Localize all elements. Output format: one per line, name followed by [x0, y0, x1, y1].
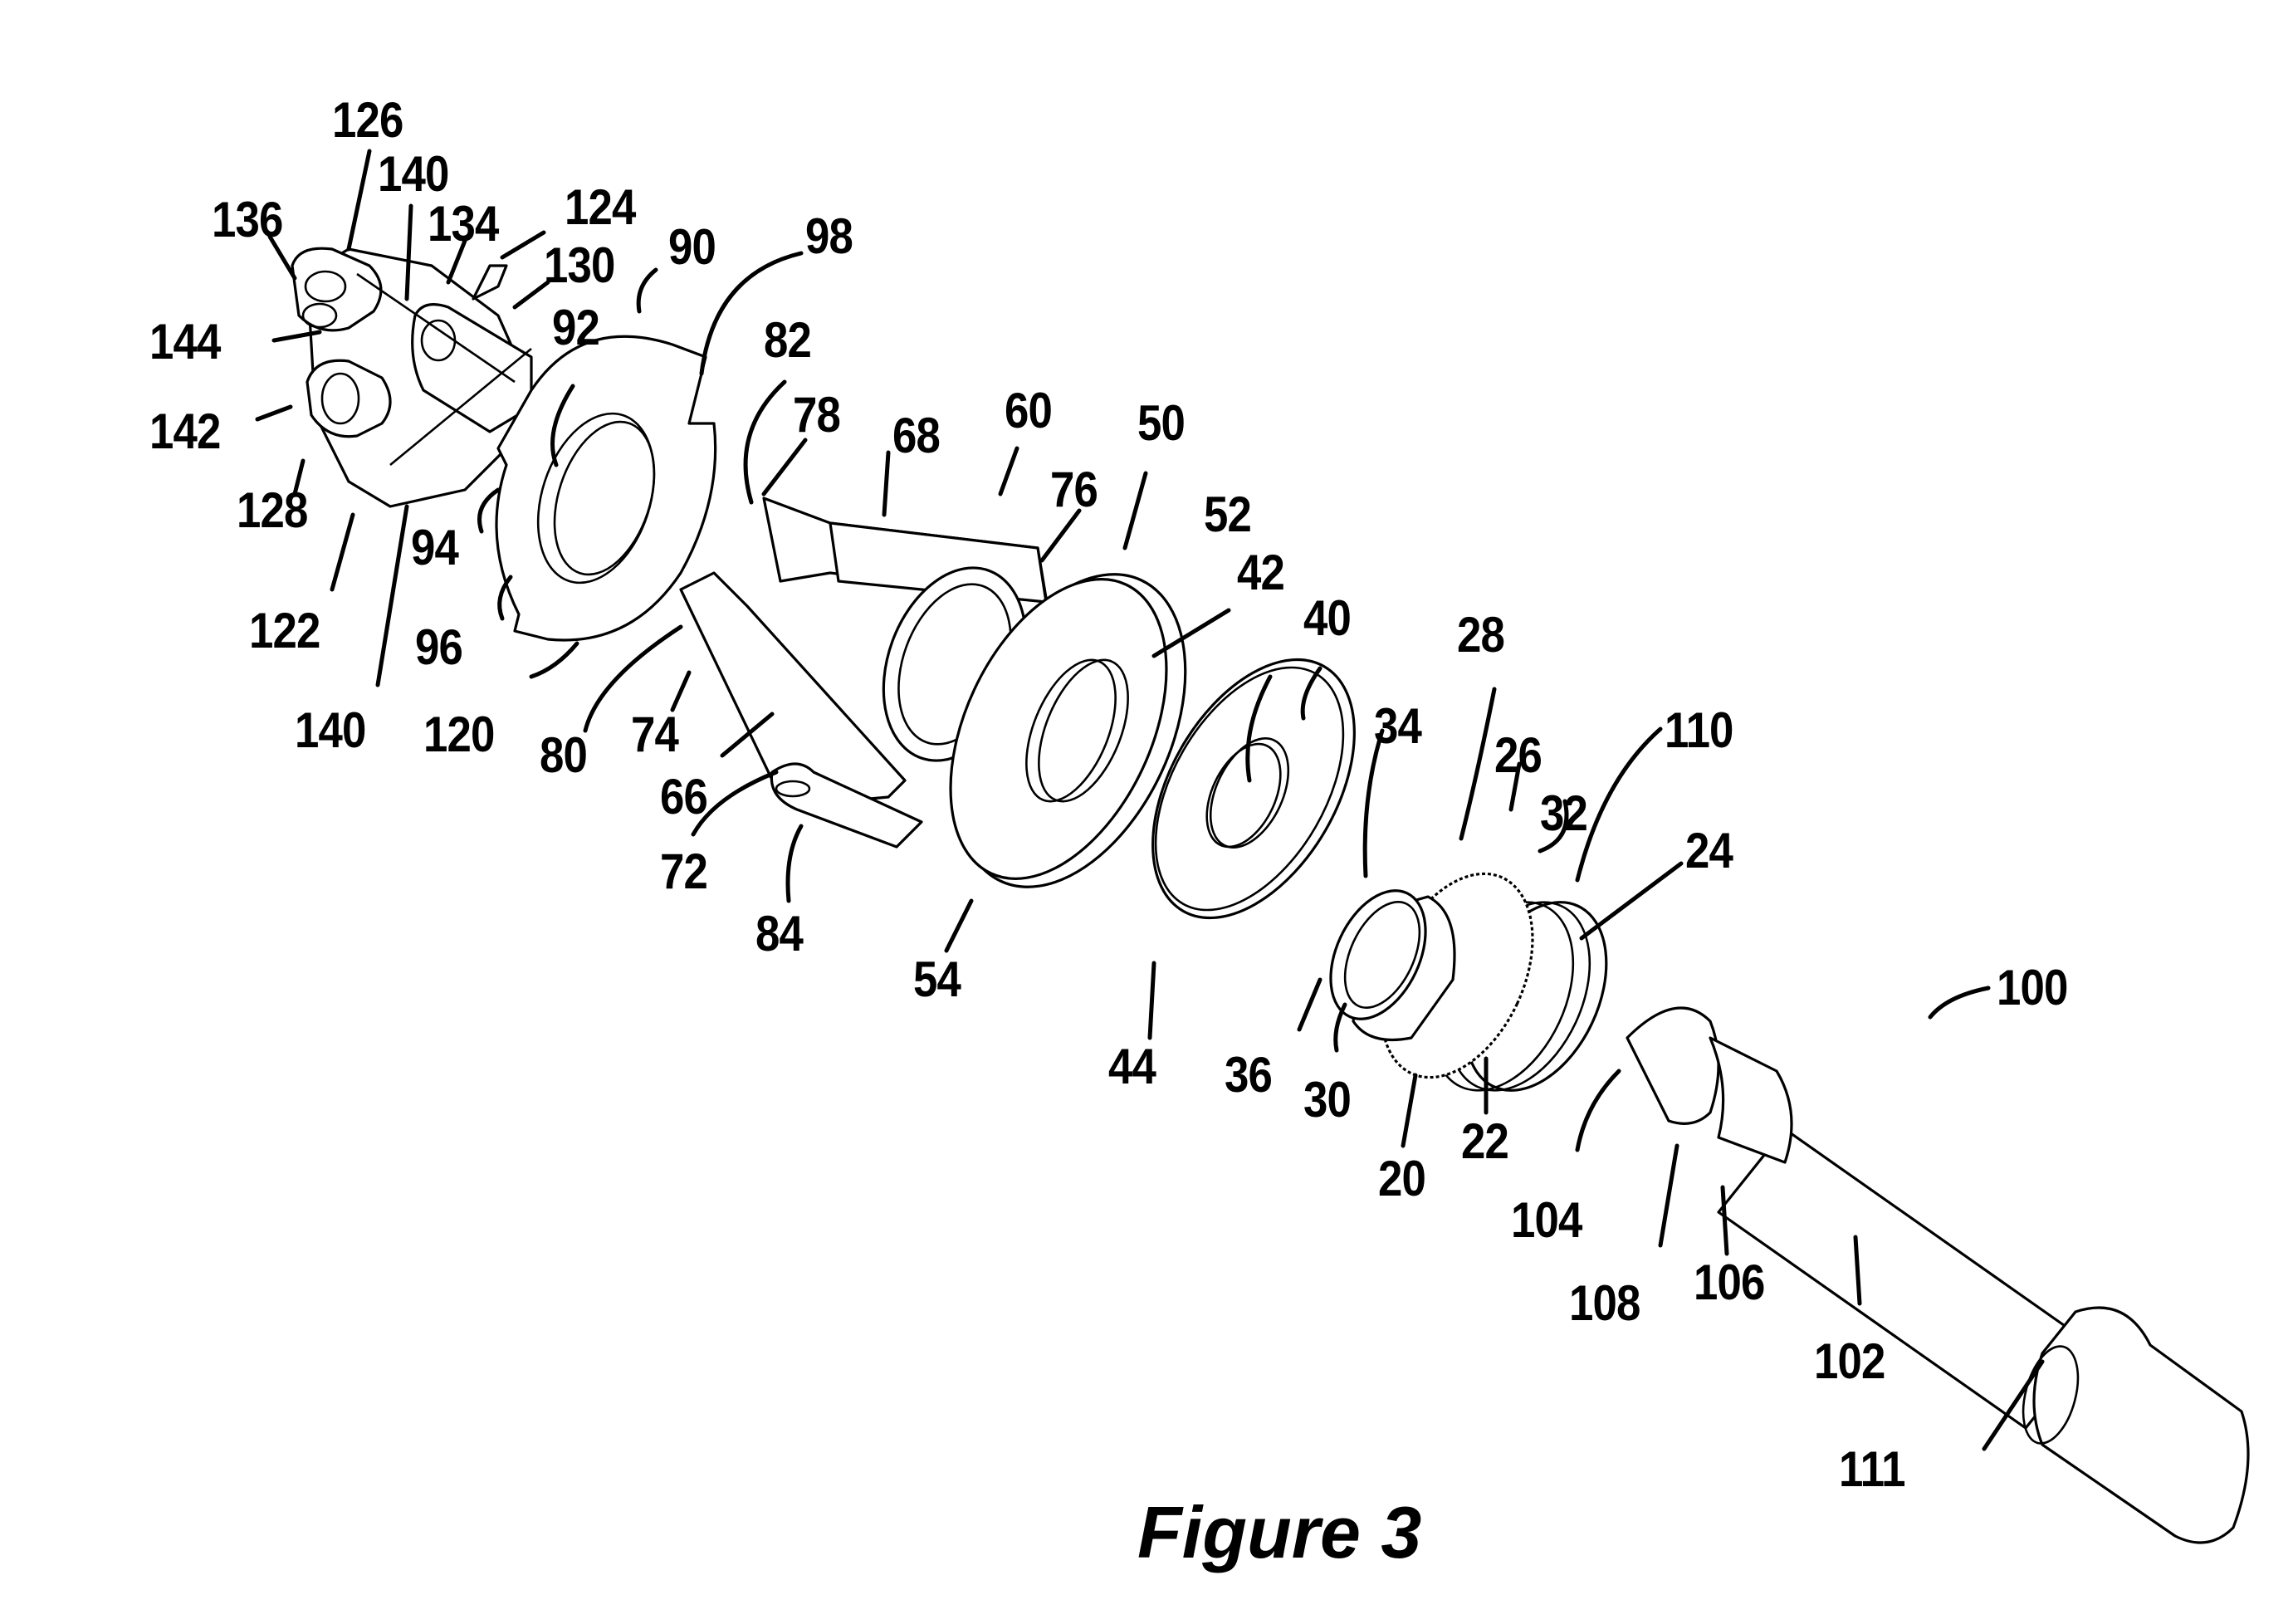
ref-140-bottom: 140	[295, 702, 366, 758]
ref-98: 98	[805, 208, 853, 264]
ref-102: 102	[1814, 1333, 1885, 1389]
ref-136: 136	[212, 192, 283, 247]
ref-76: 76	[1050, 462, 1098, 517]
ref-104: 104	[1511, 1192, 1582, 1248]
ref-124: 124	[565, 179, 636, 235]
ref-96: 96	[415, 619, 463, 675]
nut-20	[1329, 872, 1608, 1092]
ref-128: 128	[237, 482, 308, 538]
ref-66: 66	[660, 769, 708, 824]
ref-142: 142	[149, 404, 221, 459]
ref-54: 54	[913, 951, 961, 1007]
ref-90: 90	[668, 219, 716, 275]
ref-126: 126	[332, 92, 403, 148]
ref-122: 122	[249, 603, 320, 658]
ref-110: 110	[1665, 702, 1733, 758]
ref-78: 78	[793, 387, 841, 443]
ref-32: 32	[1540, 785, 1588, 841]
ref-52: 52	[1204, 487, 1252, 542]
ref-20: 20	[1378, 1151, 1426, 1206]
ref-111: 111	[1839, 1441, 1906, 1497]
spring-clip-60	[679, 496, 1048, 849]
ref-30: 30	[1303, 1072, 1352, 1128]
washer-50	[949, 573, 1187, 888]
leader-lines	[255, 149, 2045, 1451]
ref-60: 60	[1005, 383, 1053, 438]
pin-100	[1626, 1006, 2250, 1544]
ref-144: 144	[149, 314, 221, 369]
ref-106: 106	[1694, 1255, 1765, 1310]
ref-44: 44	[1108, 1039, 1156, 1094]
locking-plate-90	[495, 335, 717, 642]
ref-42: 42	[1237, 545, 1285, 600]
ref-28: 28	[1457, 607, 1505, 663]
ref-68: 68	[892, 408, 941, 463]
ref-120: 120	[423, 707, 495, 762]
figure-caption: Figure 3	[1137, 1491, 1422, 1573]
ref-108: 108	[1569, 1275, 1640, 1331]
ref-82: 82	[764, 312, 812, 368]
ref-24: 24	[1685, 823, 1733, 878]
ref-50: 50	[1137, 395, 1186, 451]
ref-100: 100	[1997, 960, 2068, 1015]
ref-40: 40	[1303, 590, 1352, 646]
clip-housing-122	[291, 247, 533, 508]
ref-92: 92	[552, 300, 600, 355]
ref-134: 134	[428, 196, 499, 252]
ref-84: 84	[755, 906, 804, 961]
ref-140-top: 140	[378, 146, 449, 202]
ref-74: 74	[631, 707, 679, 762]
ref-80: 80	[540, 727, 588, 783]
ref-34: 34	[1374, 698, 1422, 754]
ref-36: 36	[1225, 1047, 1273, 1103]
ref-26: 26	[1494, 727, 1543, 783]
ref-130: 130	[544, 237, 615, 293]
ref-94: 94	[411, 520, 459, 575]
ref-22: 22	[1461, 1113, 1509, 1169]
washer-40	[1151, 658, 1356, 920]
ref-72: 72	[660, 844, 708, 899]
